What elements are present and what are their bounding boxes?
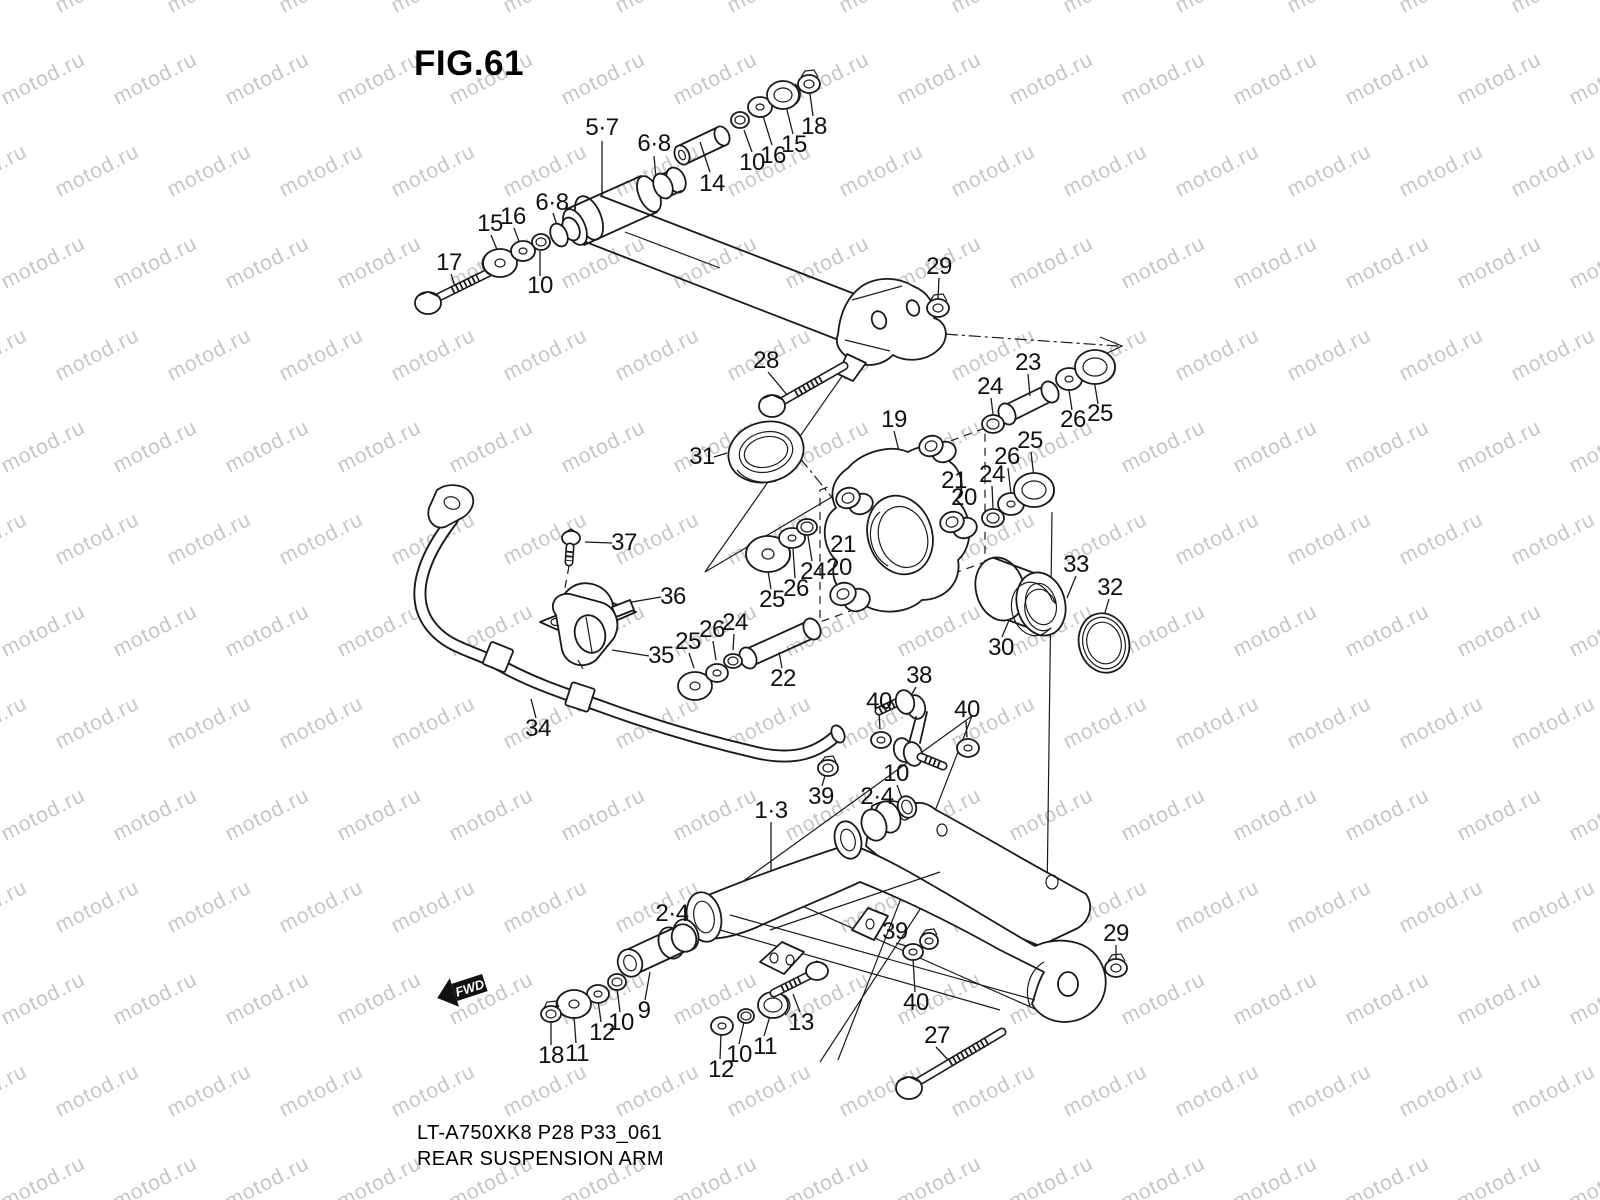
seal-stack-left: [745, 518, 818, 573]
bushing-21-right: [918, 434, 957, 464]
hub-housing-19: [823, 434, 978, 613]
bushing-6-8-left: [549, 216, 581, 248]
bushing-2-4-upper: [860, 800, 902, 842]
washer-40-right: [956, 738, 980, 758]
bushing-21-left: [835, 486, 874, 516]
bolt-28: [758, 361, 849, 418]
ring-10-bottom-left: [607, 973, 627, 991]
washer-16-left: [510, 240, 536, 262]
bushing-6-8-right: [652, 166, 687, 200]
fwd-marker: FWD: [437, 974, 488, 1007]
nut-18-top: [797, 69, 821, 94]
document-code: LT-A750XK8 P28 P33_061: [417, 1122, 663, 1144]
ring-10-upper: [896, 795, 918, 819]
nut-18-bottom: [540, 1000, 562, 1023]
bolt-37: [559, 528, 581, 616]
pin-22-stack: [677, 617, 822, 701]
stabilizer-bar-34: [413, 484, 846, 763]
snap-ring-33: [1010, 581, 1057, 637]
washer-40-left: [870, 731, 892, 749]
cap-15-top: [766, 80, 801, 110]
mounting-bracket: [835, 277, 947, 382]
sleeve-9: [616, 923, 698, 978]
washer-40-bottom: [902, 943, 924, 961]
lower-arm-assembly: [540, 795, 1128, 1100]
figure-name: REAR SUSPENSION ARM: [417, 1148, 664, 1170]
ring-10-bottom-right: [737, 1008, 755, 1024]
bolt-13: [769, 960, 829, 998]
bushing-20-left: [829, 581, 871, 613]
nut-39-upper: [817, 755, 839, 777]
link-rod-38: [817, 689, 980, 777]
pin-23-stack: [981, 349, 1116, 434]
seal-31: [727, 420, 805, 484]
lock-washer-10-top: [730, 111, 750, 129]
pivot-shaft-assembly: [414, 69, 874, 345]
bushing-35: [551, 593, 619, 670]
figure-number: FIG.61: [414, 44, 524, 83]
seal-32: [1077, 612, 1131, 674]
bolt-27: [895, 1027, 1007, 1100]
bearing-30: [974, 556, 1067, 637]
nut-39-bottom: [919, 928, 939, 950]
pin-14: [673, 125, 731, 166]
bolt-17: [414, 267, 495, 315]
nut-29-bottom: [1104, 953, 1128, 978]
seal-stack-mid-right: [981, 472, 1055, 528]
washer-16-top: [747, 96, 773, 118]
washer-15-left: [481, 248, 518, 278]
washer-12-bottom-right: [710, 1016, 734, 1036]
lock-washer-10-left: [531, 233, 551, 251]
bushing-20-right: [939, 510, 978, 540]
nut-29-top: [926, 293, 950, 318]
